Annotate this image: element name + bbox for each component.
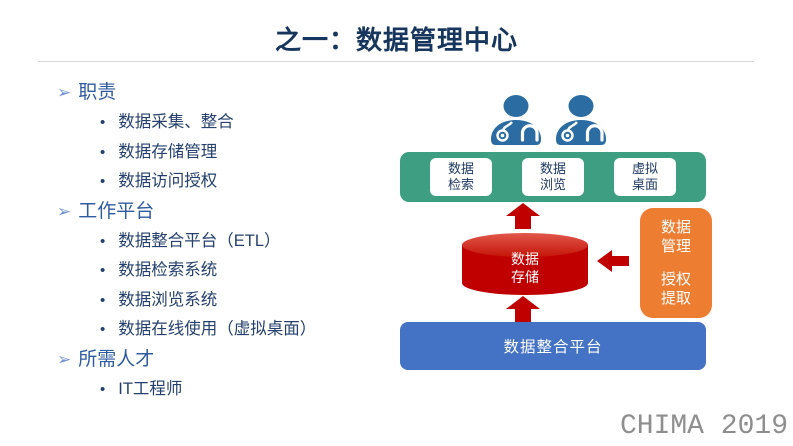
up-arrow-icon — [506, 296, 540, 322]
access-box-label: 数据 — [539, 161, 566, 176]
dot-bullet-icon: • — [100, 143, 106, 161]
database-cylinder: 数据 存储 — [461, 232, 589, 296]
triangle-bullet-icon: ➢ — [57, 349, 72, 369]
item-label: 数据整合平台（ETL） — [118, 231, 281, 250]
dot-bullet-icon: • — [100, 291, 106, 309]
dot-bullet-icon: • — [100, 321, 106, 338]
management-label-line: 数据 — [660, 219, 691, 236]
outline-item: • 数据采集、整合 — [57, 108, 402, 138]
outline-item: • 数据存储管理 — [57, 138, 402, 168]
storage-label-line: 数据 — [511, 251, 539, 267]
outline-item: • 数据访问授权 — [57, 167, 402, 197]
triangle-bullet-icon: ➢ — [57, 201, 72, 221]
dot-bullet-icon: • — [100, 232, 106, 250]
outline-item: • IT工程师 — [57, 375, 402, 405]
outline-section-header: ➢ 职责 — [57, 78, 402, 108]
access-box-label: 检索 — [447, 177, 474, 192]
access-layer-bar: 数据 检索 数据 浏览 虚拟 桌面 — [400, 152, 706, 202]
dot-bullet-icon: • — [100, 262, 106, 279]
outline-section: ➢ 所需人才 • IT工程师 — [57, 345, 402, 405]
outline-item: • 数据浏览系统 — [57, 286, 402, 316]
triangle-bullet-icon: ➢ — [57, 83, 72, 102]
management-group: 数据 管理 — [640, 218, 712, 256]
item-label: 数据采集、整合 — [118, 113, 234, 131]
up-arrow-icon — [506, 203, 540, 229]
item-label: 数据访问授权 — [118, 172, 218, 190]
management-label-line: 管理 — [660, 238, 691, 255]
management-box: 数据 管理 授权 提取 — [640, 208, 712, 318]
outline-item: • 数据检索系统 — [57, 256, 402, 286]
integration-platform-label: 数据整合平台 — [503, 339, 603, 356]
dot-bullet-icon: • — [100, 114, 106, 131]
outline-section-header: ➢ 工作平台 — [57, 197, 402, 227]
item-label: IT工程师 — [118, 379, 183, 398]
item-label: 数据存储管理 — [118, 142, 218, 161]
management-group: 授权 提取 — [640, 270, 712, 308]
access-box-label: 浏览 — [539, 177, 566, 192]
users-group — [488, 93, 609, 145]
storage-label-line: 存储 — [511, 269, 539, 285]
title-divider — [38, 61, 754, 62]
page-title: 之一：数据管理中心 — [274, 25, 518, 55]
outline-section: ➢ 工作平台 • 数据整合平台（ETL） • 数据检索系统 • 数据浏览系统 • 数据在线… — [57, 197, 402, 345]
section-label: 所需人才 — [78, 348, 155, 370]
dot-bullet-icon: • — [100, 173, 106, 190]
section-label: 工作平台 — [78, 200, 155, 222]
item-label: 数据检索系统 — [118, 261, 218, 279]
section-label: 职责 — [78, 82, 117, 103]
outline-section: ➢ 职责 • 数据采集、整合 • 数据存储管理 • 数据访问授权 — [57, 78, 402, 197]
outline-item: • 数据整合平台（ETL） — [57, 227, 402, 257]
database-cylinder-icon — [462, 233, 588, 295]
item-label: 数据在线使用（虚拟桌面） — [118, 320, 317, 338]
management-label-line: 授权 — [660, 271, 691, 288]
outline-list: ➢ 职责 • 数据采集、整合 • 数据存储管理 • 数据访问授权 ➢ 工作平台 • 数据整合… — [57, 78, 402, 404]
access-box: 虚拟 桌面 — [614, 158, 676, 196]
access-box: 数据 检索 — [430, 158, 492, 196]
access-box: 数据 浏览 — [522, 158, 584, 196]
outline-section-header: ➢ 所需人才 — [57, 345, 402, 375]
access-box-label: 桌面 — [631, 177, 658, 192]
left-arrow-icon — [597, 250, 629, 272]
outline-item: • 数据在线使用（虚拟桌面） — [57, 315, 402, 345]
access-box-label: 数据 — [447, 161, 474, 176]
access-box-label: 虚拟 — [631, 161, 658, 176]
storage-label: 数据 存储 — [461, 250, 589, 286]
doctor-icon — [491, 95, 541, 145]
doctor-icon — [556, 95, 606, 145]
dot-bullet-icon: • — [100, 380, 106, 398]
management-label-line: 提取 — [660, 290, 691, 307]
item-label: 数据浏览系统 — [118, 290, 218, 309]
footer-logo: CHIMA 2019 — [619, 411, 788, 442]
integration-platform-bar: 数据整合平台 — [400, 322, 706, 370]
